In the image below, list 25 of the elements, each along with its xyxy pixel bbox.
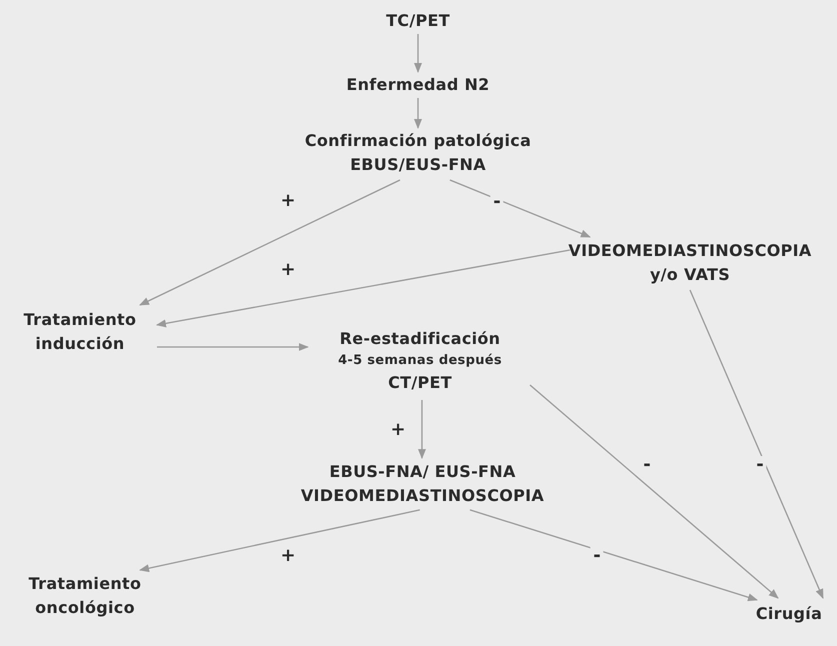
node-text: TC/PET [386, 10, 450, 32]
node-text: Tratamiento oncológico [28, 573, 142, 619]
arrow [414, 98, 422, 129]
node-text: y/o VATS [650, 264, 730, 286]
node-text: Enfermedad N2 [346, 74, 490, 96]
arrow [689, 290, 824, 599]
node-text: VIDEOMEDIASTINOSCOPIA [568, 240, 812, 262]
arrow [418, 400, 426, 460]
node-text: Cirugía [756, 603, 822, 625]
arrow [139, 509, 420, 572]
node-text: EBUS/EUS-FNA [350, 154, 486, 176]
node-text: Re-estadificación [340, 328, 500, 350]
node-text: Confirmación patológica [304, 130, 532, 152]
arrow [530, 384, 779, 599]
arrow [414, 34, 422, 73]
arrow [450, 179, 591, 238]
node-text: 4-5 semanas después [338, 352, 502, 370]
arrow [156, 249, 570, 328]
arrow [139, 179, 400, 306]
node-text: Tratamiento inducción [22, 309, 138, 355]
node-text: EBUS-FNA/ EUS-FNA [329, 461, 516, 483]
node-text: VIDEOMEDIASTINOSCOPIA [300, 485, 544, 507]
arrow [470, 509, 758, 602]
arrow [156, 343, 309, 352]
node-text: CT/PET [388, 372, 452, 394]
